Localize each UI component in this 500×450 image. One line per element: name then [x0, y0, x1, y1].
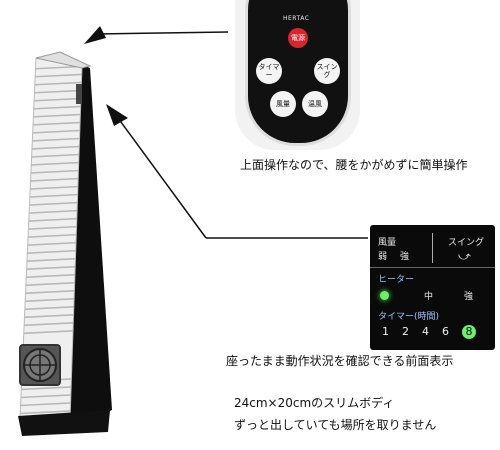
remote-brand: HERTAC: [283, 15, 310, 22]
caption-front-display: 座ったまま動作状況を確認できる前面表示: [226, 354, 454, 368]
timer-value-8: 8: [462, 325, 476, 339]
timer-value-2: 2: [402, 325, 409, 338]
tower-dark-panel: [70, 64, 112, 420]
caption-dimensions: 24cm×20cmのスリムボディ: [234, 396, 395, 410]
display-heater-label: ヒーター: [378, 275, 415, 285]
airflow-button[interactable]: 風量: [270, 91, 296, 117]
display-timer-label: タイマー(時間): [378, 312, 440, 322]
swing-button[interactable]: スイング: [314, 58, 340, 84]
remote-control: HERTAC 電源 タイマー スイング 風量 温風: [245, 0, 351, 146]
display-medium: 中: [424, 292, 434, 302]
timer-value-6: 6: [442, 325, 449, 338]
tower-top-cap: [35, 51, 92, 69]
arrow-to-top-icon: [84, 26, 229, 44]
display-divider: [432, 233, 433, 263]
display-strong: 強: [400, 252, 410, 262]
timer-value-1: 1: [382, 325, 389, 338]
tower-base: [18, 410, 110, 436]
timer-button[interactable]: タイマー: [256, 58, 282, 84]
display-swing-label: スイング: [448, 238, 485, 248]
swing-arrow-icon: ⤻: [458, 249, 471, 263]
remote-control-callout: HERTAC 電源 タイマー スイング 風量 温風: [235, 0, 360, 150]
power-button[interactable]: 電源: [288, 28, 308, 48]
caption-top-operation: 上面操作なので、腰をかがめずに簡単操作: [240, 158, 468, 172]
heat-button[interactable]: 温風: [302, 91, 328, 117]
display-airflow-label: 風量: [378, 238, 397, 248]
heater-low-led: [380, 291, 389, 300]
fan-vent-icon: [19, 344, 61, 386]
front-display-callout: 風量 弱 強 スイング ⤻ ヒーター 中 強 タイマー(時間) 1 2 4 6 …: [370, 225, 495, 350]
display-rule: [370, 267, 495, 268]
arrow-to-display-icon: [106, 104, 368, 239]
display-heater-strong: 強: [464, 292, 474, 302]
caption-placement: ずっと出していても場所を取りません: [234, 418, 437, 432]
display-weak: 弱: [378, 252, 388, 262]
timer-value-4: 4: [422, 325, 429, 338]
tower-front-display: [76, 84, 82, 104]
